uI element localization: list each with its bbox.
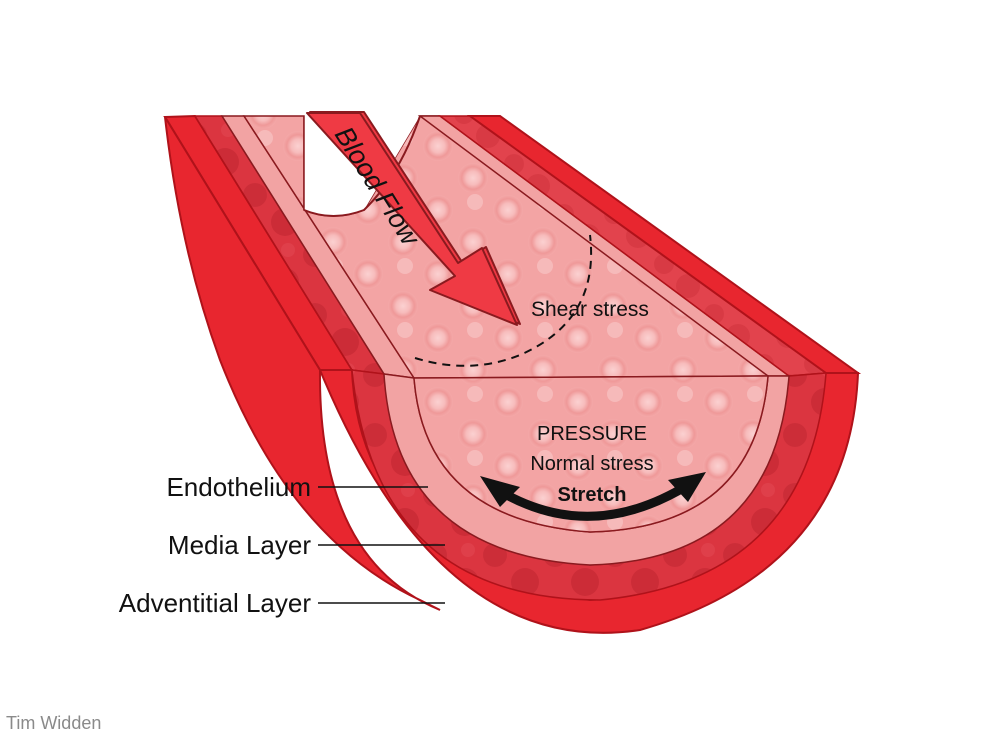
adventitial-layer-label: Adventitial Layer (119, 588, 312, 618)
pressure-label: PRESSURE (537, 423, 647, 445)
shear-stress-arc (414, 234, 593, 367)
stretch-arrow (480, 472, 706, 521)
normal-stress-label: Normal stress (530, 453, 653, 475)
credit-text: Tim Widden (6, 713, 102, 733)
media-layer-label: Media Layer (168, 530, 311, 560)
shear-stress-label: Shear stress (531, 298, 649, 321)
stretch-label: Stretch (558, 484, 627, 506)
endothelium-label: Endothelium (166, 472, 311, 502)
tube-exterior (164, 116, 441, 611)
